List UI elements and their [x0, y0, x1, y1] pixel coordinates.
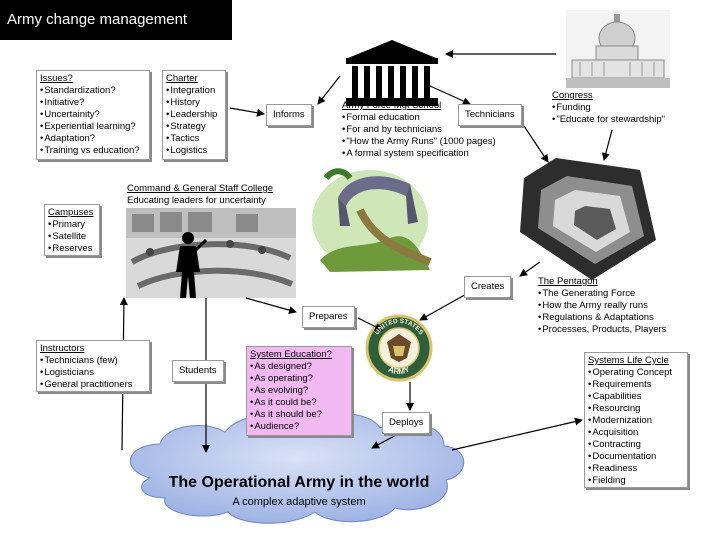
- seal-bottom-text: ARMY: [387, 364, 412, 376]
- seal-top-text: UNITED STATES: [374, 318, 425, 337]
- cgsc-heading: Command & General Staff College: [127, 183, 274, 194]
- system-education-item: As operating?: [250, 373, 348, 385]
- amsc-item: For and by technicians: [342, 124, 496, 136]
- classroom-picture: [126, 208, 296, 298]
- capitol-building-picture: [342, 38, 442, 108]
- deploys-label: Deploys: [382, 412, 431, 434]
- svg-text:ARMY: ARMY: [387, 364, 412, 376]
- charter-item: Leadership: [166, 109, 222, 121]
- pentagon-item: Processes, Products, Players: [538, 324, 666, 336]
- system-education-item: As it should be?: [250, 409, 348, 421]
- systems-life-cycle-box: Systems Life Cycle Operating Concept Req…: [584, 352, 688, 488]
- students-label: Students: [172, 360, 224, 382]
- issues-item: Initiative?: [40, 97, 146, 109]
- issues-item: Uncertainity?: [40, 109, 146, 121]
- instructors-heading: Instructors: [40, 343, 85, 354]
- issues-item: Adaptation?: [40, 133, 146, 145]
- issues-box: Issues? Standardization? Initiative? Unc…: [36, 70, 150, 160]
- congress-box: Congress Funding "Educate for stewardshi…: [552, 90, 665, 126]
- flow-arrows: [119, 50, 613, 453]
- campuses-item: Satellite: [48, 231, 96, 243]
- campuses-heading: Campuses: [48, 207, 94, 218]
- system-education-box: System Education? As designed? As operat…: [246, 346, 352, 436]
- charter-item: Logistics: [166, 145, 222, 157]
- instructors-item: Logisticians: [40, 367, 146, 379]
- congress-item: Funding: [552, 102, 665, 114]
- amsc-item: A formal system specification: [342, 148, 496, 160]
- congress-dome-picture: [566, 10, 670, 88]
- cgsc-caption: Command & General Staff College Educatin…: [127, 183, 273, 207]
- pentagon-item: How the Army really runs: [538, 300, 666, 312]
- army-seal-picture: [365, 314, 433, 382]
- issues-item: Standardization?: [40, 85, 146, 97]
- svg-text:UNITED STATES: UNITED STATES: [374, 318, 425, 337]
- amsc-heading: Army Force Mgt School: [342, 100, 442, 111]
- systems-life-cycle-item: Resourcing: [588, 403, 684, 415]
- issues-item: Training vs education?: [40, 145, 146, 157]
- instructors-item: General practitioners: [40, 379, 146, 391]
- pentagon-box: The Pentagon The Generating Force How th…: [538, 276, 666, 336]
- charter-item: Integration: [166, 85, 222, 97]
- campuses-box: Campuses Primary Satellite Reserves: [44, 204, 100, 256]
- systems-life-cycle-item: Contracting: [588, 439, 684, 451]
- systems-life-cycle-item: Capabilities: [588, 391, 684, 403]
- pentagon-item: The Generating Force: [538, 288, 666, 300]
- system-education-item: As it could be?: [250, 397, 348, 409]
- page-title: Army change management: [0, 0, 232, 40]
- cloud-subtitle: A complex adaptive system: [232, 496, 366, 508]
- systems-life-cycle-heading: Systems Life Cycle: [588, 355, 669, 366]
- creates-label: Creates: [464, 276, 512, 298]
- pentagon-picture: [520, 158, 656, 280]
- campuses-item: Reserves: [48, 243, 96, 255]
- operational-army-cloud: [129, 413, 465, 524]
- issues-item: Experiential learning?: [40, 121, 146, 133]
- system-education-item: As designed?: [250, 361, 348, 373]
- systems-life-cycle-item: Requirements: [588, 379, 684, 391]
- systems-life-cycle-item: Readiness: [588, 463, 684, 475]
- pentagon-item: Regulations & Adaptations: [538, 312, 666, 324]
- systems-life-cycle-item: Documentation: [588, 451, 684, 463]
- systems-life-cycle-item: Acquisition: [588, 427, 684, 439]
- prepares-label: Prepares: [302, 306, 355, 328]
- amsc-item: "How the Army Runs" (1000 pages): [342, 136, 495, 148]
- congress-heading: Congress: [552, 90, 593, 101]
- systems-life-cycle-item: Modernization: [588, 415, 684, 427]
- systems-life-cycle-item: Operating Concept: [588, 367, 684, 379]
- system-education-item: Audience?: [250, 421, 348, 433]
- informs-label: Informs: [266, 104, 312, 126]
- charter-item: Tactics: [166, 133, 222, 145]
- bridge-picture: [312, 168, 432, 272]
- system-education-item: As evolving?: [250, 385, 348, 397]
- charter-box: Charter Integration History Leadership S…: [162, 70, 226, 160]
- cloud-title: The Operational Army in the world: [168, 474, 430, 491]
- systems-life-cycle-item: Fielding: [588, 475, 684, 487]
- amsc-box: Army Force Mgt School Formal education F…: [342, 100, 496, 160]
- instructors-box: Instructors Technicians (few) Logisticia…: [36, 340, 150, 392]
- charter-item: History: [166, 97, 222, 109]
- congress-item: "Educate for stewardship": [552, 114, 665, 126]
- charter-item: Strategy: [166, 121, 222, 133]
- amsc-item: Formal education: [342, 112, 496, 124]
- army-seal-text: UNITED STATES ARMY: [374, 318, 425, 376]
- charter-heading: Charter: [166, 73, 198, 84]
- pentagon-heading: The Pentagon: [538, 276, 598, 287]
- technicians-label: Technicians: [458, 104, 522, 126]
- issues-heading: Issues?: [40, 73, 73, 84]
- system-education-heading: System Education?: [250, 349, 332, 360]
- campuses-item: Primary: [48, 219, 96, 231]
- cgsc-subtitle: Educating leaders for uncertainty: [127, 195, 266, 206]
- instructors-item: Technicians (few): [40, 355, 146, 367]
